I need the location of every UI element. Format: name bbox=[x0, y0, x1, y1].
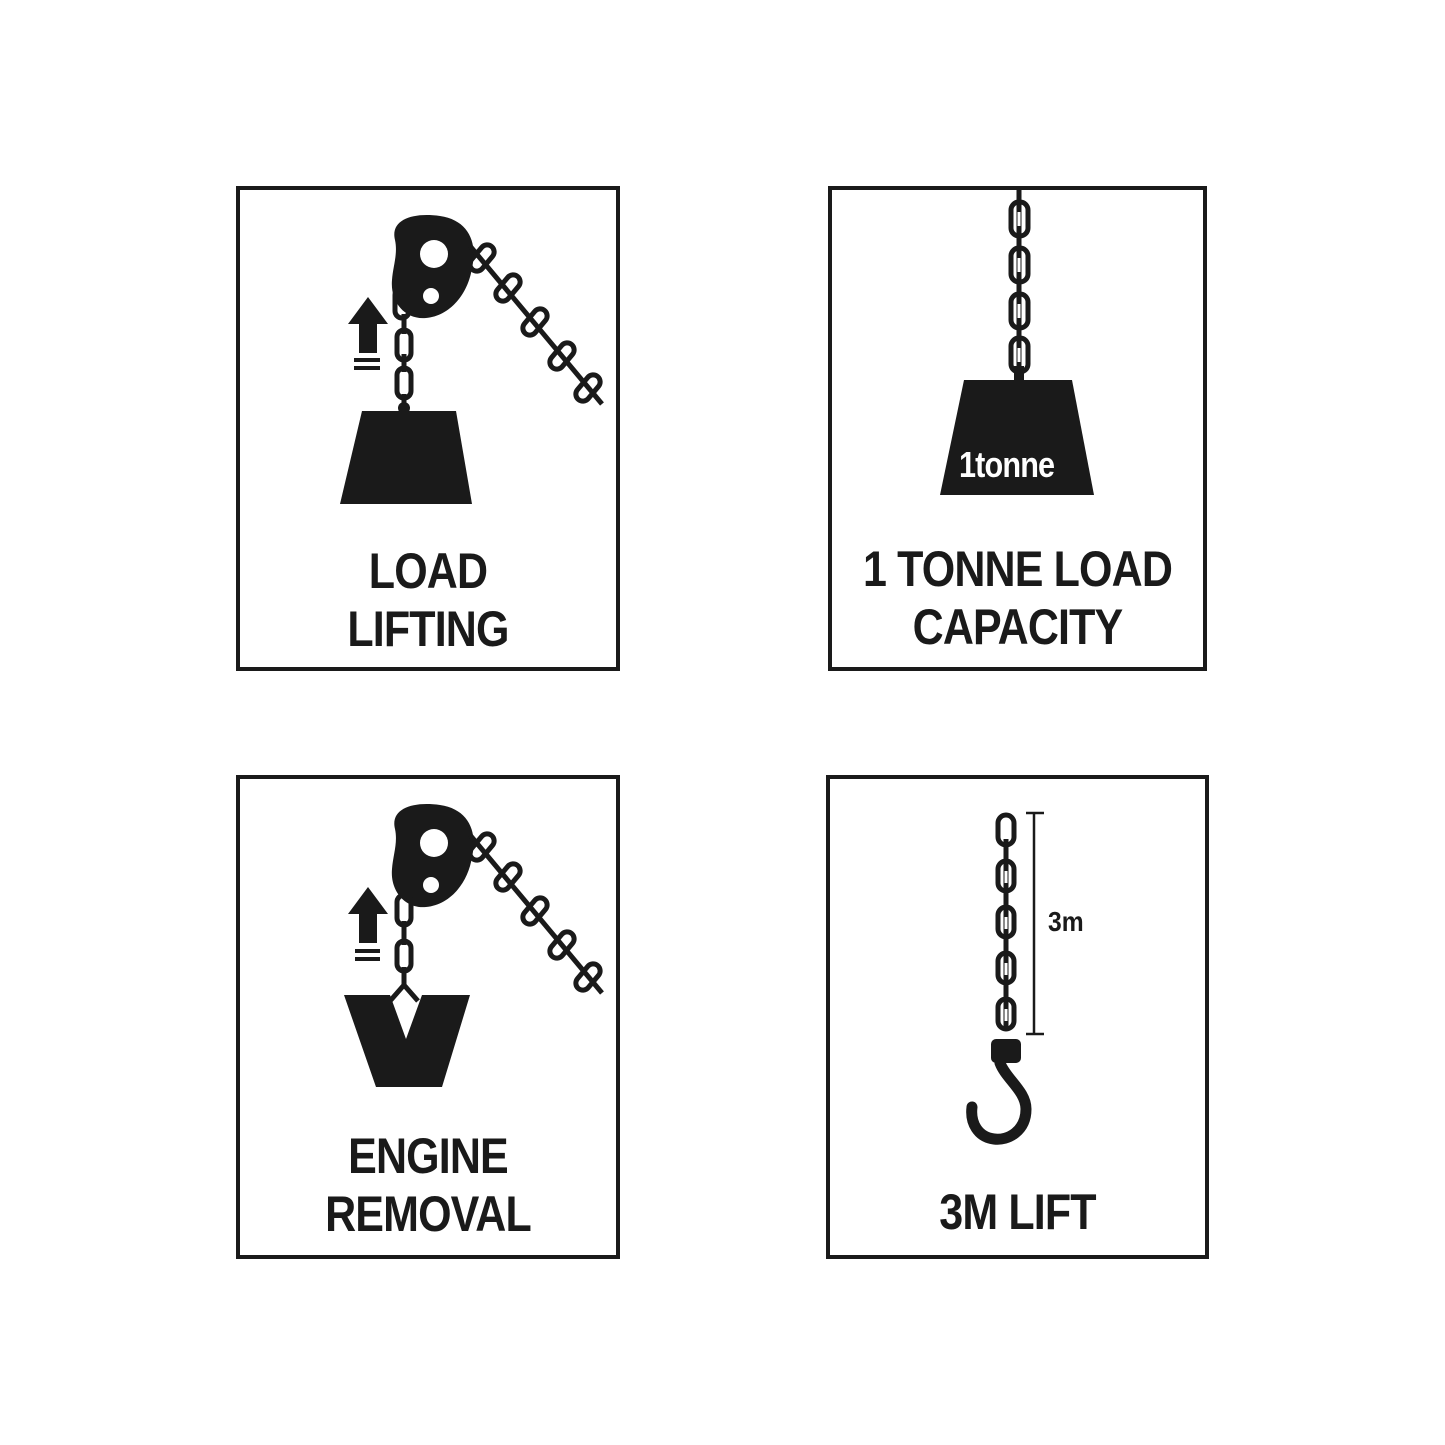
feature-label-line-1: 3M LIFT bbox=[939, 1184, 1096, 1240]
lift-height-dimension-text: 3m bbox=[1048, 906, 1084, 937]
feature-panel-lift-height: 3m 3M LIFT bbox=[826, 775, 1209, 1259]
feature-label-line-2: LIFTING bbox=[347, 601, 509, 657]
feature-panel-load-lifting: LOAD LIFTING bbox=[236, 186, 620, 671]
weight-value-text: 1tonne bbox=[959, 444, 1055, 485]
feature-label-line-1: 1 TONNE LOAD bbox=[862, 541, 1173, 597]
chain-hoist-lifting-weight-icon bbox=[340, 215, 604, 504]
feature-label-line-2: REMOVAL bbox=[325, 1186, 532, 1242]
chain-hook-icon bbox=[966, 811, 1044, 1145]
hanging-weight-icon bbox=[940, 190, 1094, 495]
chain-hoist-engine-icon bbox=[344, 804, 604, 1087]
feature-panel-load-capacity: 1tonne 1 TONNE LOAD CAPACITY bbox=[828, 186, 1207, 671]
feature-label-line-1: LOAD bbox=[368, 543, 488, 599]
feature-label-line-2: CAPACITY bbox=[912, 599, 1124, 655]
feature-label-line-1: ENGINE bbox=[348, 1128, 509, 1184]
feature-panel-engine-removal: ENGINE REMOVAL bbox=[236, 775, 620, 1259]
